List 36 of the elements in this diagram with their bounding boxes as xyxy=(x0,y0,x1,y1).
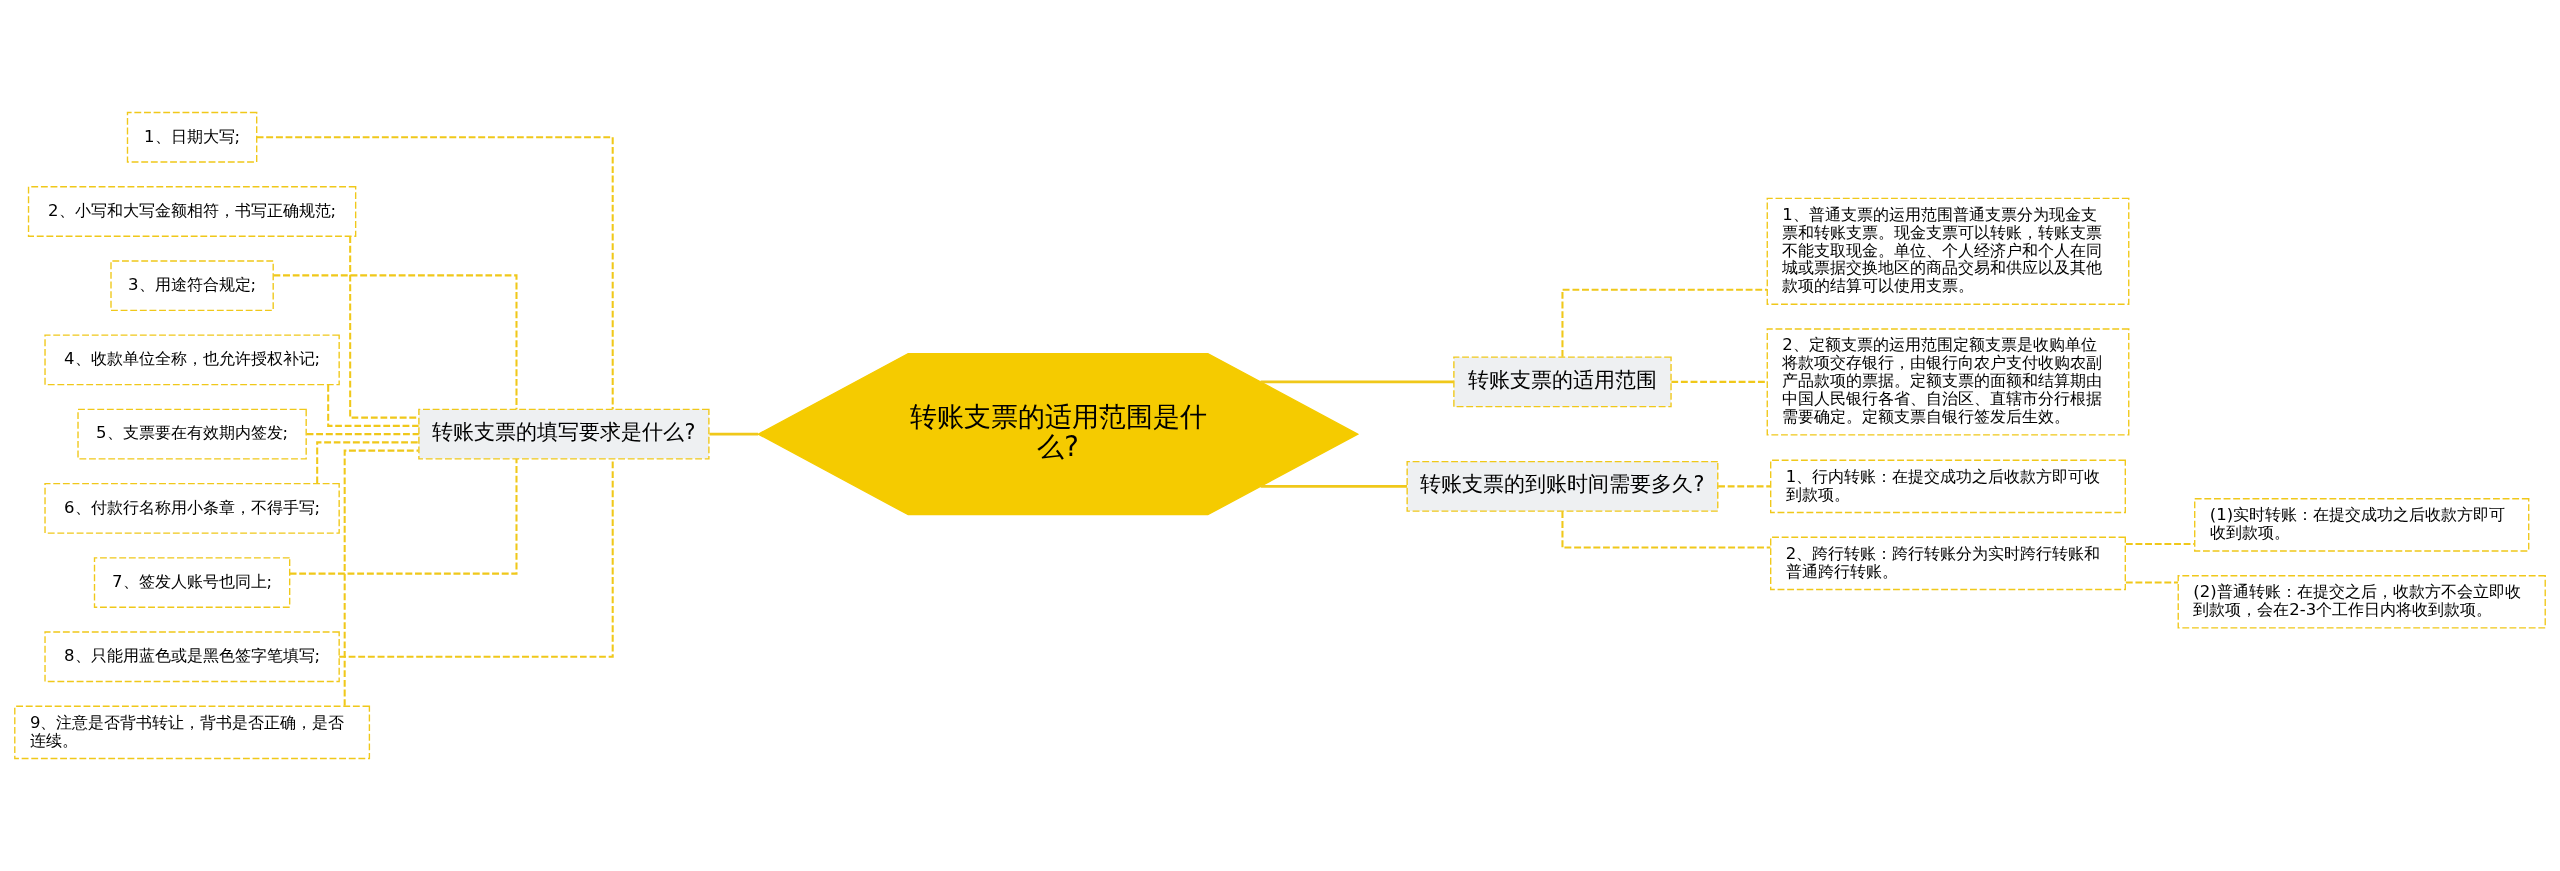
node-box: 转账支票的到账时间需要多久? xyxy=(1406,460,1719,512)
node-box: 7、签发人账号也同上; xyxy=(93,557,291,608)
connector xyxy=(1561,511,1771,549)
node-box: (2)普通转账：在提交之后，收款方不会立即收到款项，会在2-3个工作日内将收到款项。 xyxy=(2177,575,2546,629)
node-box: 4、收款单位全称，也允许授权补记; xyxy=(44,334,340,386)
node-box: 6、付款行名称用小条章，不得手写; xyxy=(44,482,340,534)
connector xyxy=(339,459,614,658)
connector xyxy=(316,441,419,484)
connector xyxy=(273,274,518,410)
node-box: 9、注意是否背书转让，背书是否正确，是否连续。 xyxy=(14,705,371,760)
node-box: 2、定额支票的运用范围定额支票是收购单位将款项交存银行，由银行向农户支付收购农副产品款项的票据。定额支票的面额和结算期由中国人民银行各省、自治区、直辖市分行根据需要确定。定额支票自银行签发后生效。 xyxy=(1766,328,2130,436)
connector xyxy=(2125,581,2179,584)
connector xyxy=(1718,485,1771,488)
connector xyxy=(327,384,419,427)
connector xyxy=(1260,485,1407,488)
connector xyxy=(1260,380,1454,384)
node-box: 5、支票要在有效期内签发; xyxy=(77,408,307,460)
node-box: 转账支票的适用范围 xyxy=(1453,356,1672,408)
connector xyxy=(349,236,419,419)
node-box: 8、只能用蓝色或是黑色签字笔填写; xyxy=(44,631,340,683)
node-box: 2、跨行转账：跨行转账分为实时跨行转账和普通跨行转账。 xyxy=(1770,536,2126,591)
connector xyxy=(1561,288,1768,357)
connector xyxy=(306,433,419,436)
node-box: 转账支票的填写要求是什么? xyxy=(418,408,710,460)
connector xyxy=(343,449,419,706)
connector xyxy=(2125,543,2195,546)
connector xyxy=(1671,380,1768,383)
node-box: 3、用途符合规定; xyxy=(110,260,274,312)
connector xyxy=(256,136,614,410)
node-box: 1、日期大写; xyxy=(126,111,258,163)
node-box: 1、行内转账：在提交成功之后收款方即可收到款项。 xyxy=(1770,459,2126,514)
connector xyxy=(289,459,518,575)
connector xyxy=(709,432,759,436)
node-box: 2、小写和大写金额相符，书写正确规范; xyxy=(27,186,357,237)
node-box: 1、普通支票的运用范围普通支票分为现金支票和转账支票。现金支票可以转账，转账支票不能支取现金。单位、个人经济户和个人在同城或票据交换地区的商品交易和供应以及其他款项的结算可以使用支票。 xyxy=(1766,197,2130,305)
node-box: (1)实时转账：在提交成功之后收款方即可收到款项。 xyxy=(2194,498,2530,552)
